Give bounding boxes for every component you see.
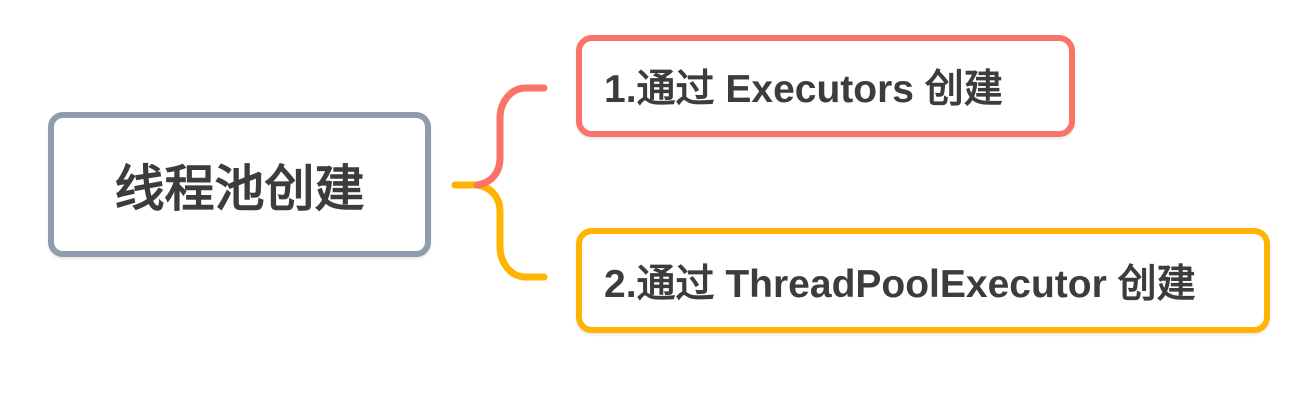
connector-branch-2 (451, 181, 548, 281)
child-topic-2-node[interactable]: 2.通过 ThreadPoolExecutor 创建 (576, 228, 1270, 333)
connector-branch-1 (473, 84, 548, 189)
child-topic-2-label: 2.通过 ThreadPoolExecutor 创建 (604, 262, 1196, 306)
child-topic-1-node[interactable]: 1.通过 Executors 创建 (576, 35, 1075, 137)
root-topic-node[interactable]: 线程池创建 (48, 112, 431, 257)
root-topic-label: 线程池创建 (114, 160, 365, 217)
child-topic-1-label: 1.通过 Executors 创建 (604, 68, 1003, 111)
